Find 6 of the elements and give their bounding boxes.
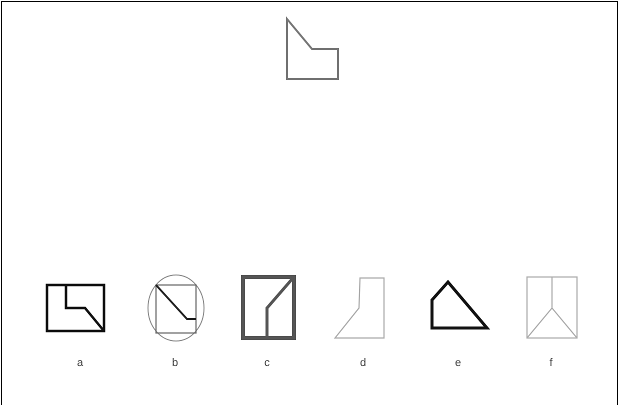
- option-letter: e: [454, 356, 462, 370]
- option-letter: d: [358, 356, 368, 370]
- option-letter: c: [263, 356, 271, 370]
- option-letter: f: [548, 356, 554, 370]
- option-letter: a: [76, 356, 84, 370]
- option-letter: b: [170, 356, 180, 370]
